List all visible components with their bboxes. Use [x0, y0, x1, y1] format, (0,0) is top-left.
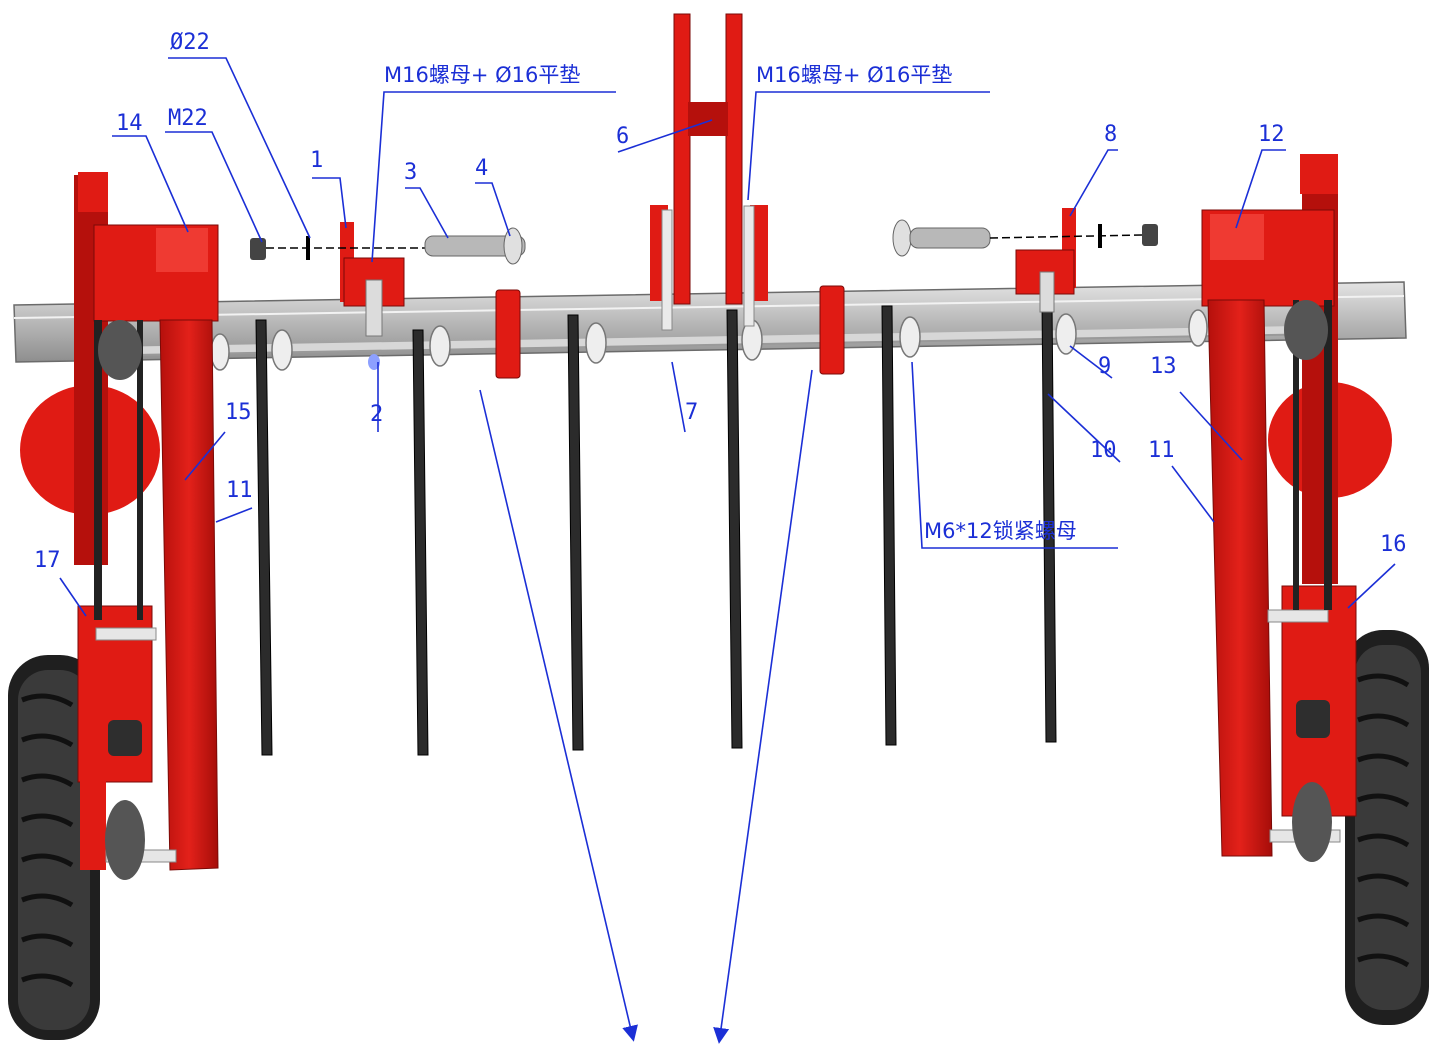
arrow-right [713, 369, 813, 1044]
label-6: 6 [616, 124, 630, 149]
label-7: 7 [685, 400, 699, 425]
bolt-assembly-right [892, 219, 1158, 257]
label-d22: Ø22 [170, 30, 210, 55]
leader-lines [59, 57, 1396, 617]
bolt-assembly-left [250, 227, 526, 265]
label-15: 15 [225, 400, 252, 425]
left-side-frame [74, 172, 219, 880]
shaft-clamps [495, 285, 845, 379]
right-side-frame [1201, 154, 1357, 862]
hitch-frame-6 [650, 13, 768, 331]
label-nut-a: M16螺母+ Ø16平垫 [384, 63, 581, 87]
label-13: 13 [1150, 354, 1177, 379]
arrow-left [479, 389, 638, 1042]
bracket-8 [1015, 208, 1076, 313]
right-wheel [1345, 630, 1429, 1025]
bracket-1 [340, 222, 405, 370]
label-14: 14 [116, 111, 143, 136]
label-nut-b: M16螺母+ Ø16平垫 [756, 63, 953, 87]
tines [255, 301, 1057, 756]
label-1: 1 [310, 148, 324, 173]
label-11-left: 11 [226, 478, 253, 503]
label-16: 16 [1380, 532, 1407, 557]
label-m22: M22 [168, 106, 208, 131]
left-wheel [8, 655, 100, 1040]
label-3: 3 [404, 160, 418, 185]
label-17: 17 [34, 548, 61, 573]
label-11-right: 11 [1148, 438, 1175, 463]
label-8: 8 [1104, 122, 1118, 147]
label-2: 2 [370, 402, 384, 427]
label-4: 4 [475, 156, 489, 181]
label-12: 12 [1258, 122, 1285, 147]
label-10: 10 [1090, 438, 1117, 463]
label-lock-nut: M6*12锁紧螺母 [924, 519, 1077, 543]
label-9: 9 [1098, 354, 1112, 379]
